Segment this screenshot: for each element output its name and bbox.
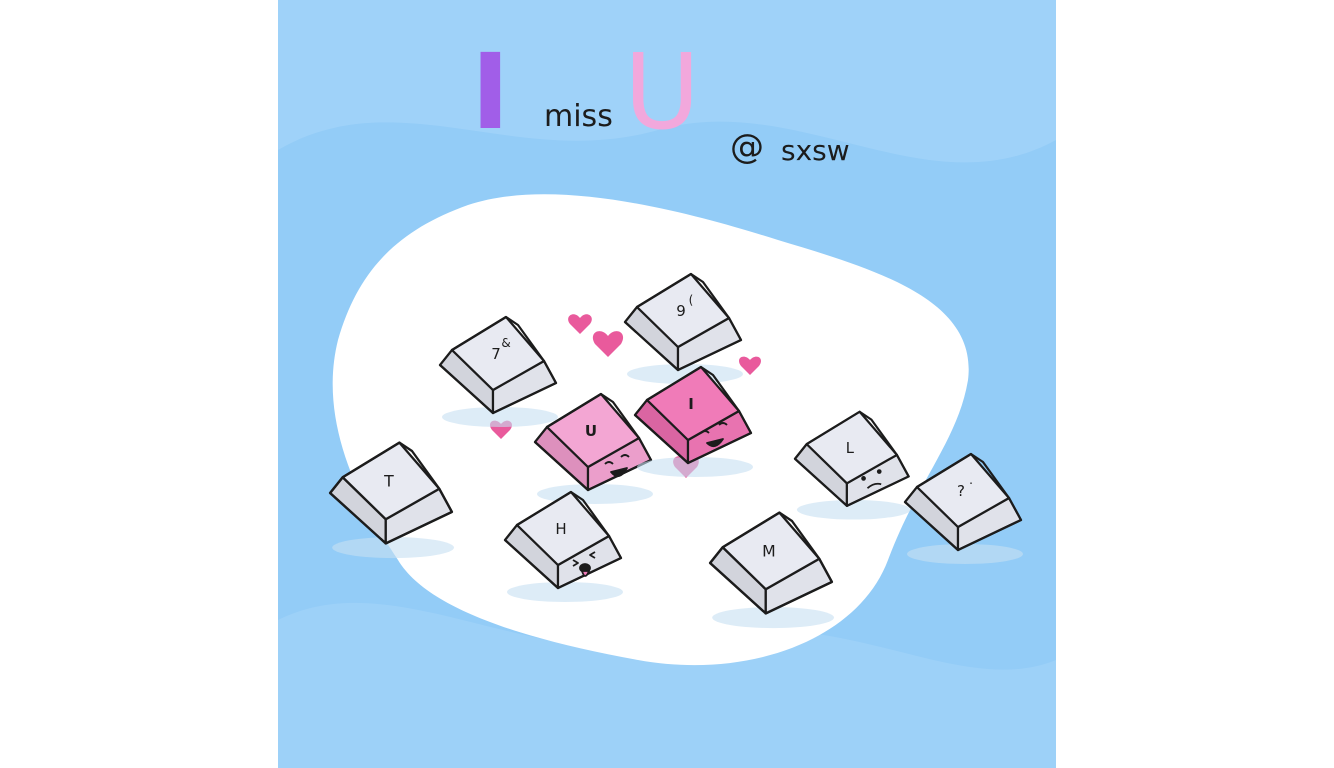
keycap-shadow [332, 537, 454, 559]
keycap-legend-alt: ( [689, 293, 694, 307]
keycap-legend: M [762, 542, 776, 561]
keycap-legend: I [688, 395, 694, 413]
keycap-shadow [627, 364, 743, 384]
keycap-shadow [796, 499, 911, 520]
keycap-shadow [712, 607, 834, 629]
keycap-shadow [442, 407, 558, 427]
keycap-outline [503, 490, 623, 590]
keycap-outline [903, 452, 1023, 552]
key-h-keycap: H [503, 490, 623, 602]
keycap-outline [793, 410, 910, 507]
keycap-face-smiling [700, 422, 728, 448]
keycap-legend: L [846, 440, 855, 457]
key-slash-keycap: ?. [903, 452, 1023, 564]
key-t-keycap: T [328, 441, 454, 559]
keycap-outline [328, 441, 454, 545]
keycap-legend: 7 [491, 345, 501, 363]
headline-big-u: U [624, 31, 700, 153]
keycap-outline [633, 365, 753, 465]
key-i-keycap: I [633, 365, 753, 477]
sky-wave-top [278, 0, 1056, 163]
keycap-face-tongue-out [572, 551, 596, 577]
keycap-outline [438, 315, 558, 415]
heart-icon [568, 314, 592, 334]
keycap-shadow [637, 457, 753, 477]
keycap-shadow [907, 544, 1023, 564]
heart-icon [592, 331, 624, 357]
key-9-keycap: 9( [623, 272, 743, 384]
sky-wave-bottom [278, 602, 1056, 768]
headline: I miss U @ sxsw [471, 31, 850, 167]
headline-event: sxsw [781, 134, 850, 167]
keycap-legend: U [585, 422, 597, 440]
headline-at-sign: @ [730, 127, 764, 167]
keycap-outline [533, 392, 653, 492]
keycap-outline [708, 511, 834, 615]
headline-miss: miss [544, 99, 613, 134]
key-m-keycap: M [708, 511, 834, 629]
keycap-legend-alt: & [501, 336, 510, 350]
key-7-keycap: 7& [438, 315, 558, 427]
keycap-face-laughing [604, 454, 630, 478]
headline-big-i: I [471, 31, 510, 153]
keycap-face-sad [861, 469, 882, 489]
keycap-legend-alt: . [969, 473, 973, 487]
keycap-legend: 9 [676, 302, 686, 320]
keycap-outline [623, 272, 743, 372]
keycap-legend: H [555, 520, 566, 538]
keycap-legend: T [383, 472, 394, 491]
keycap-legend: ? [957, 482, 965, 500]
keycap-shadow [507, 582, 623, 602]
heart-icon [739, 356, 761, 375]
key-l-keycap: L [793, 410, 911, 520]
key-u-keycap: U [533, 392, 653, 504]
